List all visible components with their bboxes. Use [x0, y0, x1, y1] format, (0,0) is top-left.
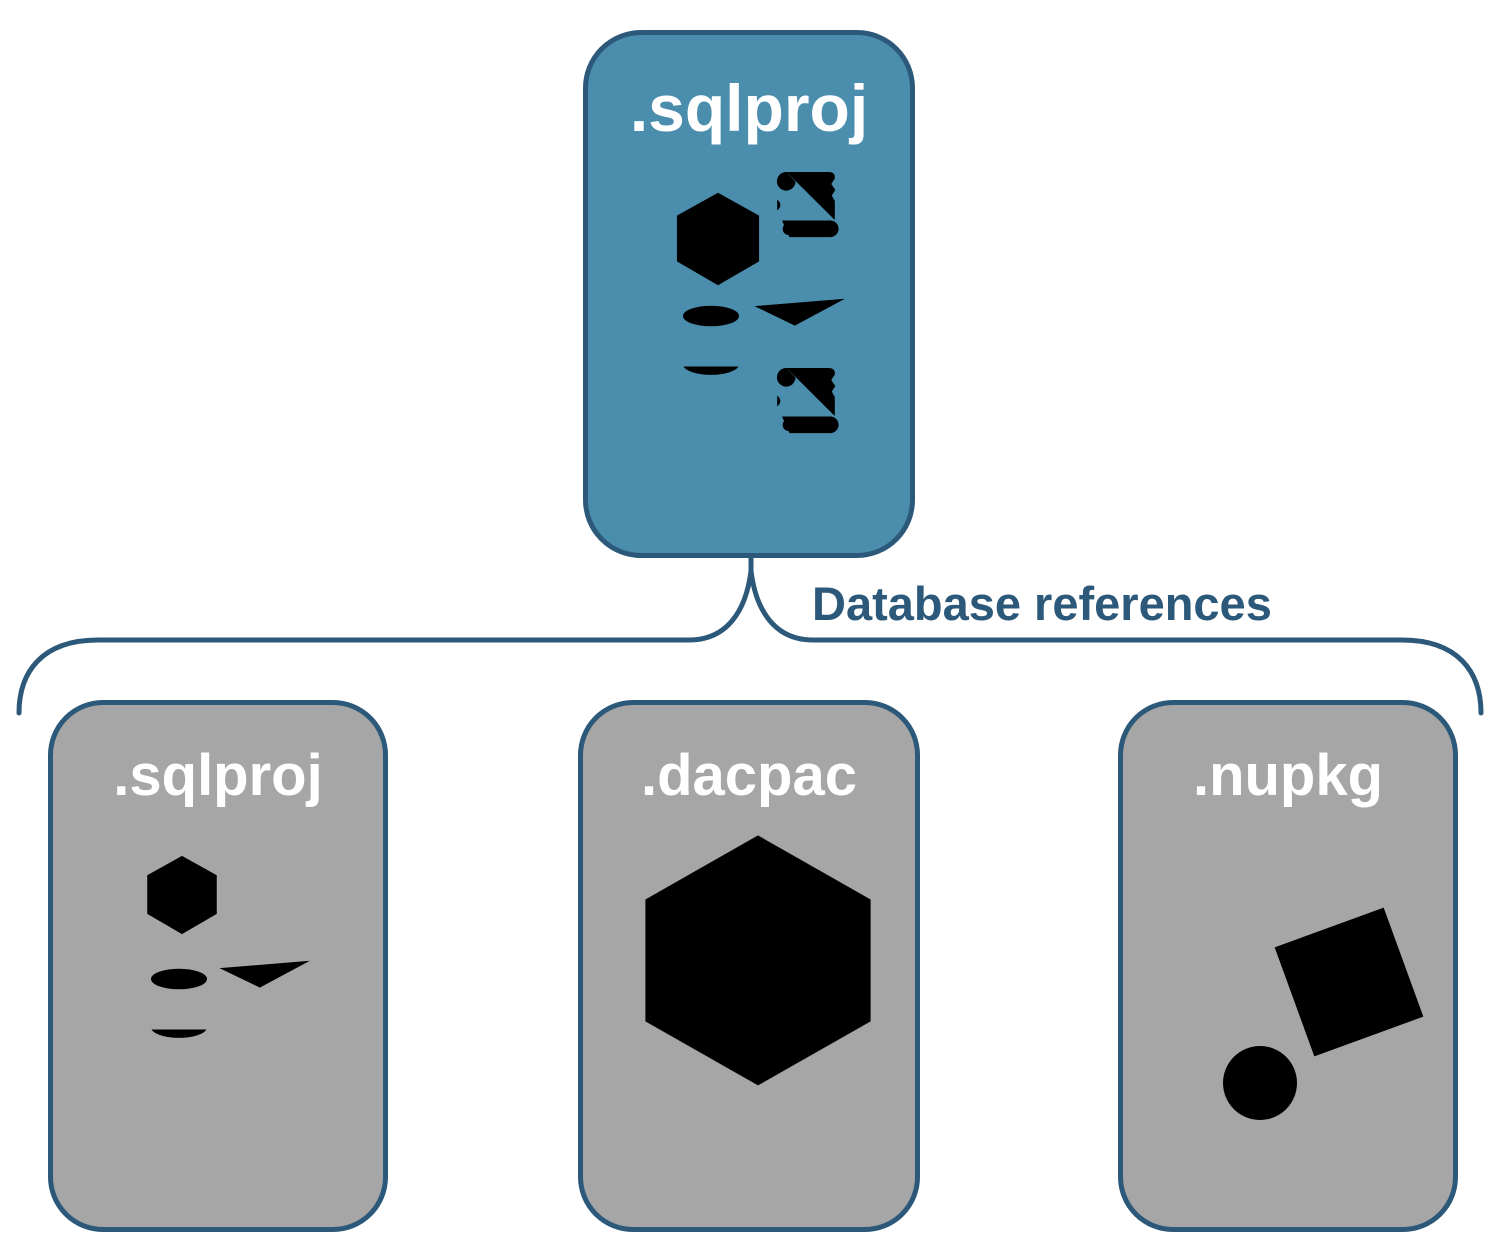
sql-script-icon: [760, 161, 850, 241]
node-child-dacpac: .dacpac: [578, 700, 920, 1232]
connector-label: Database references: [812, 577, 1272, 630]
node-label: .nupkg: [1192, 743, 1384, 808]
cylinder-icon: [146, 966, 212, 1042]
node-child-sqlproj: .sqlproj: [48, 700, 388, 1232]
node-root-sqlproj: .sqlproj: [583, 30, 915, 558]
node-label: .sqlproj: [629, 71, 869, 145]
cylinder-icon: [678, 303, 744, 379]
package-box-icon: [633, 825, 883, 1100]
brace-path: [16, 553, 1484, 716]
node-child-nupkg: .nupkg: [1118, 700, 1458, 1232]
pyramid-icon: [748, 236, 850, 329]
hand-truck-package-icon: [1170, 850, 1430, 1130]
pyramid-icon: [213, 898, 315, 991]
sql-script-icon: [760, 357, 850, 437]
node-label: .dacpac: [641, 743, 857, 808]
node-label: .sqlproj: [113, 743, 323, 808]
